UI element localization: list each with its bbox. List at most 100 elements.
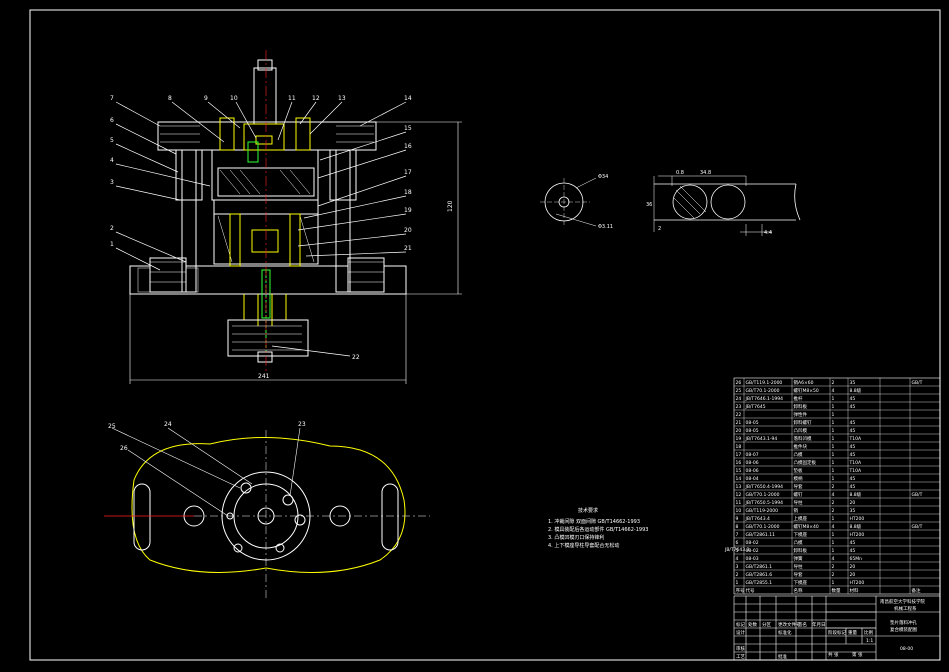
bom-cell: 17 [736, 452, 742, 458]
tb-label-sign: 签名 [798, 621, 807, 628]
bom-cell: 弹性件 [794, 411, 808, 418]
bom-cell: 23 [736, 404, 742, 410]
bom-cell: 螺钉M8×50 [794, 387, 819, 394]
bom-cell: 6 [736, 540, 739, 546]
bom-cell: 导柱 [794, 499, 803, 506]
bom-cell: 08-07 [746, 452, 759, 458]
bom-cell: JB/T7650.4-1994 [745, 484, 784, 490]
bom-cell: 10 [736, 508, 742, 514]
bom-cell: HT200 [850, 516, 865, 522]
bom-cell: GB/T2861.11 [746, 532, 776, 538]
bom-cell: 08-02 [746, 540, 759, 546]
tb-part-name: 垫片落料冲孔 [890, 619, 917, 626]
tb-label-count: 处数 [748, 621, 757, 628]
bom-cell: 1 [832, 404, 835, 410]
bom-cell: 08-02 [746, 548, 759, 554]
callout-9: 9 [204, 95, 208, 102]
callout-7: 7 [110, 95, 114, 102]
bom-cell: 35 [850, 508, 856, 514]
bom-cell: GB/T2855.1 [746, 580, 773, 586]
plan-callout-25: 25 [108, 423, 116, 430]
tb-label-date: 年月日 [812, 621, 826, 628]
bom-cell: 代号 [746, 587, 755, 594]
bom-cell: 弹簧 [794, 555, 803, 562]
bom-cell: GB/T [912, 380, 923, 386]
bom-cell: 11 [736, 500, 742, 506]
bom-cell: 1 [832, 532, 835, 538]
callout-4: 4 [110, 157, 114, 164]
tb-label-design: 设计 [736, 629, 745, 636]
callout-11: 11 [288, 95, 296, 102]
bom-cell: 落料凹模 [794, 435, 812, 442]
bom-cell: 08-05 [746, 420, 759, 426]
bom-cell: 垫板 [794, 467, 803, 474]
notes-item-3: 3. 凸模凹模刃口保持锋利 [548, 534, 604, 541]
tb-label-process: 工艺 [736, 654, 745, 660]
bom-cell: 凸模 [794, 451, 803, 458]
bom-cell: 4 [736, 556, 739, 562]
bom-cell: 45 [850, 404, 856, 410]
bom-cell: 1 [832, 580, 835, 586]
bom-cell: 螺钉M8×40 [794, 523, 819, 530]
callout-numbers: 7 6 5 4 3 2 1 8 9 10 11 12 13 14 15 16 1… [110, 95, 412, 361]
bom-cell: 4 [832, 388, 835, 394]
notes-item-1: 1. 冲裁间隙 双面间隙 GB/T14662-1993 [548, 518, 640, 525]
bom-cell: GB/T70.1-2000 [746, 492, 780, 498]
bom-cell: 45 [850, 396, 856, 402]
bom-cell: 凸模固定板 [794, 459, 817, 466]
notes-item-2: 2. 模具装配后各运动部件 GB/T14662-1993 [548, 526, 648, 533]
bom-cell: 15 [736, 468, 742, 474]
bom-cell: 模柄 [794, 475, 803, 482]
tb-scale: 1:1 [866, 638, 873, 644]
bom-cell: 2 [832, 380, 835, 386]
bom-cell: 20 [736, 428, 742, 434]
bom-cell: T10A [849, 436, 862, 442]
section-view [129, 50, 407, 372]
detail-gap: 0.8 [676, 170, 684, 176]
tb-sheet-no: 第 张 [852, 651, 863, 658]
bom-cell: 2 [736, 572, 739, 578]
bom-cell: 8 [736, 524, 739, 530]
bom-cell: 20 [850, 564, 856, 570]
tb-sheet-total: 共 张 [828, 651, 839, 658]
detail-scale: 4:4 [764, 230, 772, 236]
bom-cell: 1 [832, 412, 835, 418]
bom-side-label: JB/T7643.3 [724, 547, 750, 553]
bom-cell: 45 [850, 484, 856, 490]
bom-frame [733, 377, 941, 595]
tb-school2: 机械工程系 [894, 605, 917, 612]
bom-cell: 08-05 [746, 428, 759, 434]
callout-12: 12 [312, 95, 320, 102]
tb-label-approve: 批准 [778, 653, 787, 660]
callout-1: 1 [110, 241, 114, 248]
bom-cell: JB/T7643.4 [745, 516, 771, 522]
callout-5: 5 [110, 137, 114, 144]
dim-height: 120 [447, 200, 454, 212]
bom-cell: GB/T [912, 524, 923, 530]
bom-cell: 9 [736, 516, 739, 522]
bom-cell: 13 [736, 484, 742, 490]
bom-cell: 1 [832, 516, 835, 522]
bom-cell: 数量 [832, 587, 841, 594]
bom-cell: 销 [794, 507, 799, 514]
bom-cell: 25 [736, 388, 742, 394]
bom-cell: 推杆 [794, 395, 803, 402]
bom-cell: 2 [832, 508, 835, 514]
bom-cell: 1 [832, 436, 835, 442]
bom-cell: 08-06 [746, 468, 759, 474]
tb-label-review: 审核 [736, 645, 745, 652]
bom-cell: 18 [736, 444, 742, 450]
tb-drawing-no: 08-00 [900, 646, 913, 652]
callout-16: 16 [404, 143, 412, 150]
bom-cell: 08-06 [746, 460, 759, 466]
bom-cell: 7 [736, 532, 739, 538]
callout-20: 20 [404, 227, 412, 234]
callout-3: 3 [110, 179, 114, 186]
bom-cell: GB/T119-2000 [746, 508, 779, 514]
bom-cell: 45 [850, 428, 856, 434]
bom-cell: 材料 [850, 587, 859, 594]
tb-weight: 重量 [848, 629, 857, 636]
bom-cell: 凸模 [794, 539, 803, 546]
bom-cell: 下模座 [794, 531, 808, 538]
